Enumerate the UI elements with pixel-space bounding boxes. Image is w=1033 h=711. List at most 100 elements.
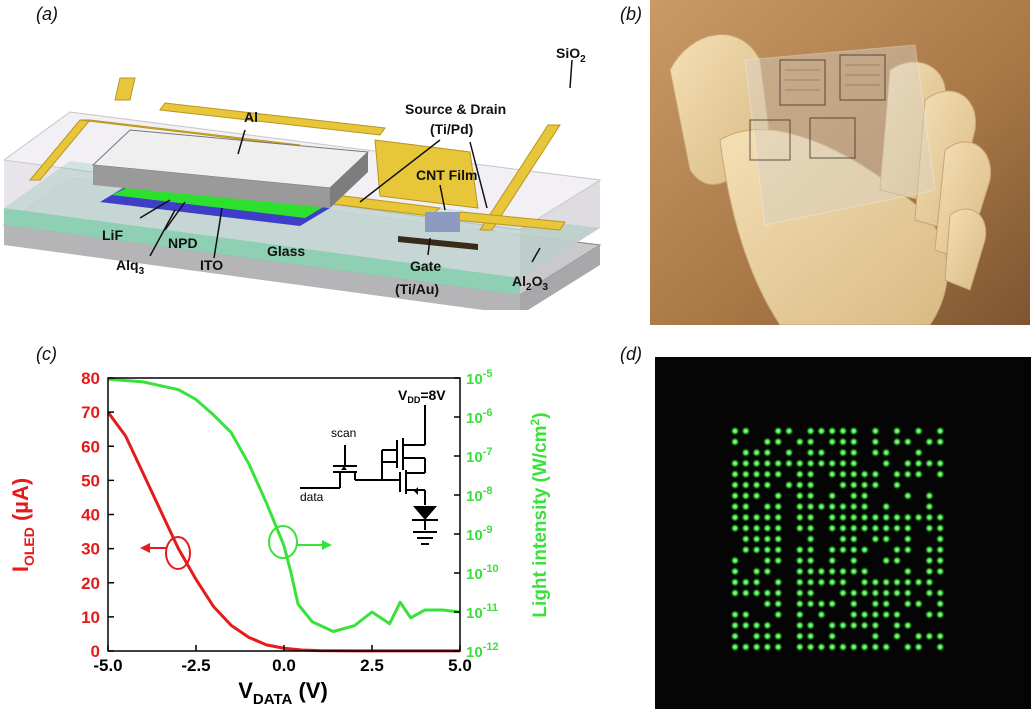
emission-pixel <box>935 437 945 447</box>
label-alq3: Alq3 <box>116 257 145 277</box>
emission-pixel <box>870 610 880 620</box>
emission-pixel <box>849 523 859 533</box>
emission-pixel <box>924 458 934 468</box>
y-right-tick-label: 10-12 <box>466 641 499 661</box>
emission-pixel <box>806 458 816 468</box>
emission-pixel <box>870 577 880 587</box>
emission-pixel <box>773 631 783 641</box>
emission-pixel <box>752 545 762 555</box>
y-left-tick-label: 30 <box>81 540 100 559</box>
y-right-tick-label: 10-10 <box>466 563 499 583</box>
emission-pixel <box>795 566 805 576</box>
emission-pixel <box>914 512 924 522</box>
emission-pixel <box>870 631 880 641</box>
emission-pixel <box>773 469 783 479</box>
y-right-tick-label: 10-11 <box>466 602 498 622</box>
emission-pixel <box>806 523 816 533</box>
emission-pixel <box>870 642 880 652</box>
emission-pixel <box>784 448 794 458</box>
emission-pixel <box>924 566 934 576</box>
emission-pixel <box>881 523 891 533</box>
emission-background <box>655 357 1031 709</box>
emission-pixel <box>849 620 859 630</box>
x-tick-label: -2.5 <box>181 656 210 675</box>
oled-emission-image <box>655 357 1031 709</box>
panel-label-c: (c) <box>36 344 57 364</box>
glass-side-face <box>520 245 600 310</box>
emission-pixel <box>870 437 880 447</box>
emission-pixel <box>924 437 934 447</box>
emission-pixel <box>741 480 751 490</box>
emission-pixel <box>914 448 924 458</box>
emission-pixel <box>860 523 870 533</box>
emission-pixel <box>849 469 859 479</box>
gloved-hand <box>669 34 992 325</box>
emission-pixel <box>892 523 902 533</box>
vdd-label: VDD=8V <box>398 387 446 405</box>
emission-pixel <box>849 512 859 522</box>
emission-pixel <box>903 620 913 630</box>
emission-pixel <box>730 556 740 566</box>
emission-pixel <box>762 448 772 458</box>
emission-pixel <box>860 642 870 652</box>
emission-pixel <box>924 491 934 501</box>
emission-pixel <box>935 556 945 566</box>
emission-pixel <box>860 620 870 630</box>
emission-pixel <box>795 631 805 641</box>
emission-pixel <box>795 480 805 490</box>
al-cathode-front <box>93 165 330 208</box>
emission-pixel <box>795 512 805 522</box>
emission-pixel <box>914 599 924 609</box>
emission-pixel <box>924 577 934 587</box>
emission-pixel <box>849 491 859 501</box>
y-left-tick-label: 40 <box>81 506 100 525</box>
emission-pixel <box>816 426 826 436</box>
emission-pixel <box>892 610 902 620</box>
emission-pixel <box>849 448 859 458</box>
emission-pixel <box>806 480 816 490</box>
emission-pixel <box>870 469 880 479</box>
emission-pixel <box>762 588 772 598</box>
emission-pixel <box>838 480 848 490</box>
emission-pixel <box>838 437 848 447</box>
x-tick-label: 5.0 <box>448 656 472 675</box>
emission-pixel <box>806 437 816 447</box>
emission-pixel <box>816 642 826 652</box>
emission-pixel <box>730 566 740 576</box>
emission-pixel <box>762 556 772 566</box>
emission-pixel <box>773 491 783 501</box>
label-al: Al <box>244 109 258 125</box>
emission-pixel <box>838 545 848 555</box>
emission-pixel <box>816 502 826 512</box>
emission-pixel <box>903 437 913 447</box>
x-tick-label: -5.0 <box>93 656 122 675</box>
emission-pixel <box>827 437 837 447</box>
emission-pixel <box>870 426 880 436</box>
emission-pixel <box>795 620 805 630</box>
emission-pixel <box>892 437 902 447</box>
emission-pixel <box>849 534 859 544</box>
emission-pixel <box>752 491 762 501</box>
emission-pixel <box>892 426 902 436</box>
emission-pixel <box>935 426 945 436</box>
display-arrays <box>749 54 886 161</box>
emission-pixel <box>762 469 772 479</box>
emission-pixel <box>903 469 913 479</box>
emission-pixel <box>924 545 934 555</box>
emission-pixel <box>903 545 913 555</box>
emission-pixel <box>870 534 880 544</box>
emission-pixel <box>914 469 924 479</box>
emission-pixel <box>752 588 762 598</box>
emission-pixel-array <box>730 426 945 652</box>
emission-pixel <box>849 545 859 555</box>
emission-pixel <box>881 458 891 468</box>
emission-pixel <box>881 588 891 598</box>
emission-pixel <box>741 545 751 555</box>
emission-pixel <box>816 610 826 620</box>
emission-pixel <box>860 502 870 512</box>
emission-pixel <box>914 577 924 587</box>
emission-pixel <box>860 491 870 501</box>
label-sio2: SiO2 <box>556 45 586 65</box>
emission-pixel <box>795 523 805 533</box>
emission-pixel <box>827 566 837 576</box>
